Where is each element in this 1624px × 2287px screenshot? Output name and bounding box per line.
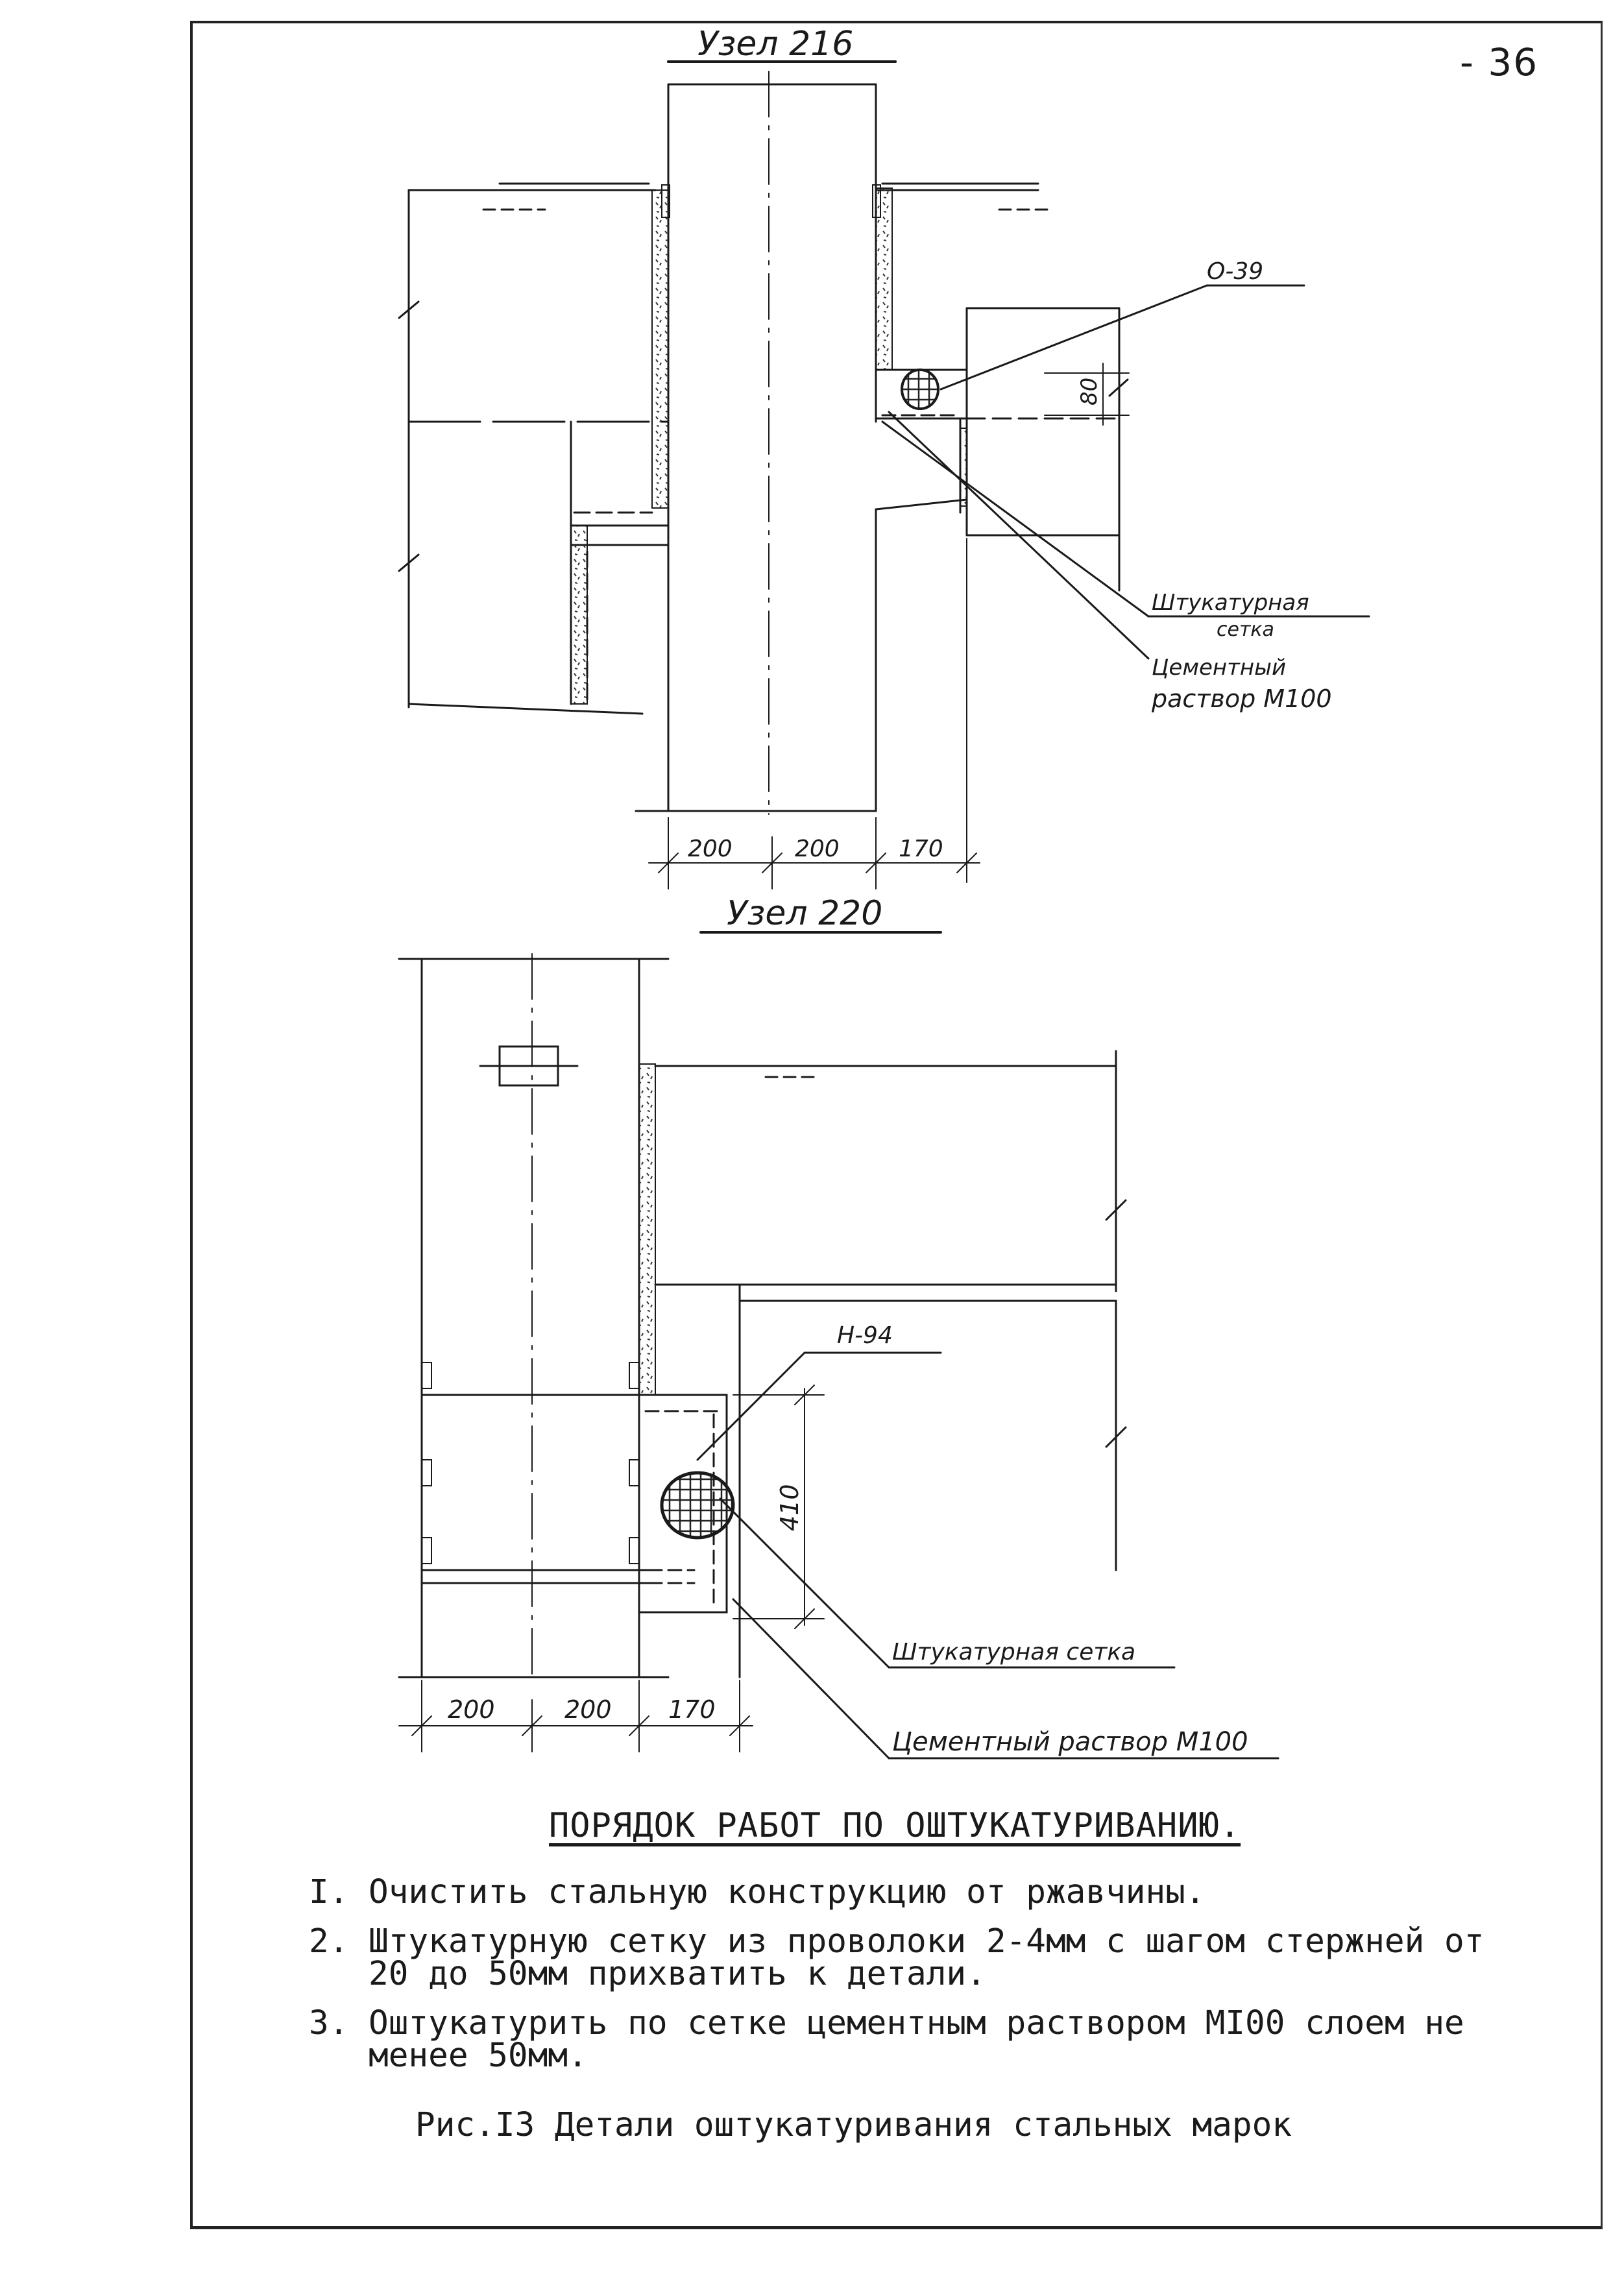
instruction-step: 2. Штукатурную сетку из проволоки 2-4мм … xyxy=(309,1922,1529,1993)
node-216-note-mortar-2: раствор М100 xyxy=(1151,684,1332,713)
node-216-dim-3: 170 xyxy=(899,836,943,862)
node-220-dim-2: 200 xyxy=(564,1695,612,1724)
node-220-drawing xyxy=(398,931,1279,1760)
step-text: Очистить стальную конструкцию от ржавчин… xyxy=(369,1873,1206,1911)
node-216-note-mesh-2: сетка xyxy=(1217,618,1274,641)
instructions-title: ПОРЯДОК РАБОТ ПО ОШТУКАТУРИВАНИЮ. xyxy=(549,1806,1241,1845)
step-number: I. xyxy=(309,1873,349,1911)
node-220-dim-3: 170 xyxy=(668,1695,716,1724)
figure-caption: Рис.I3 Детали оштукатуривания стальных м… xyxy=(415,2106,1292,2144)
node-216-note-mesh-1: Штукатурная xyxy=(1152,590,1309,616)
node-216-note-mortar-1: Цементный xyxy=(1152,655,1286,681)
node-220-note-mortar: Цементный раствор М100 xyxy=(892,1727,1248,1757)
step-number: 3. xyxy=(309,2004,349,2042)
node-216-title: Узел 216 xyxy=(697,25,853,64)
step-text: Оштукатурить по сетке цементным растворо… xyxy=(369,2004,1464,2075)
instruction-step: I. Очистить стальную конструкцию от ржав… xyxy=(309,1876,1529,1909)
node-220-dim-1: 200 xyxy=(448,1695,495,1724)
node-220-dim-vertical: 410 xyxy=(775,1484,804,1531)
node-220-note-mesh: Штукатурная сетка xyxy=(892,1639,1135,1665)
node-216-drawing xyxy=(398,60,1370,889)
node-216-mark-label: О-39 xyxy=(1207,258,1263,285)
instruction-step: 3. Оштукатурить по сетке цементным раств… xyxy=(309,2007,1529,2072)
node-220-mark-label: Н-94 xyxy=(837,1322,893,1349)
node-216-dim-1: 200 xyxy=(688,836,733,862)
page-number: - 36 xyxy=(1460,40,1539,84)
step-number: 2. xyxy=(309,1922,349,1961)
step-text: Штукатурную сетку из проволоки 2-4мм с ш… xyxy=(369,1922,1485,1993)
node-220-title: Узел 220 xyxy=(727,894,882,933)
node-216-dim-vertical: 80 xyxy=(1076,378,1102,405)
node-216-dim-2: 200 xyxy=(795,836,840,862)
instructions-list: I. Очистить стальную конструкцию от ржав… xyxy=(309,1876,1529,2089)
page-frame xyxy=(190,21,1603,2229)
